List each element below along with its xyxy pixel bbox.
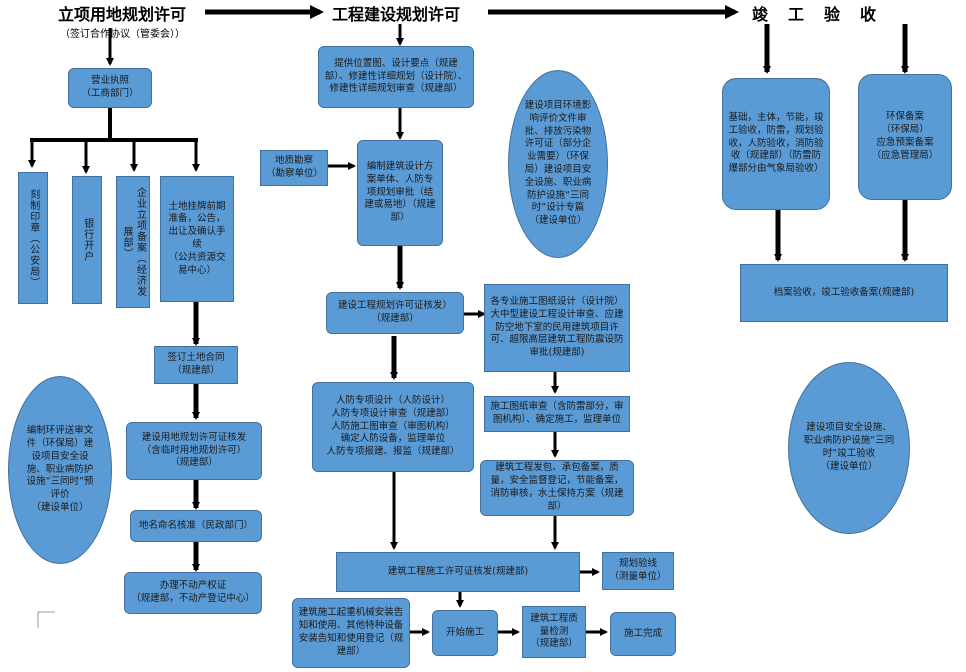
crane-registration-box: 建筑施工起重机械安装告知和使用、其他特种设备安装告知和使用登记（规建部） <box>292 598 410 668</box>
env-filing-box: 环保备案 （环保局） 应急预案备案 （应急管理局） <box>858 74 952 200</box>
site-plan-box: 提供位置图、设计要点（规建部）、修建性详细规划（设计院）、修建性详细规划审查（规… <box>318 46 474 108</box>
construction-permit-box: 建筑工程施工许可证核发(规建部) <box>336 552 580 592</box>
corner-mark <box>37 611 55 628</box>
seal-box: 刻制印章（公安局） <box>18 172 48 304</box>
land-planning-permit-box: 建设用地规划许可证核发 （含临时用地规划许可） （规建部） <box>126 422 262 480</box>
geological-survey-box: 地质勘察 （勘察单位） <box>260 150 328 186</box>
archive-acceptance-box: 档案验收，竣工验收备案(规建部) <box>740 264 948 322</box>
stage-note-agreement: （签订合作协议（管委会）） <box>60 29 185 40</box>
line-verification-box: 规划验线 （测量单位） <box>602 552 674 590</box>
stage-title-acceptance: 竣 工 验 收 <box>752 5 879 24</box>
env-impact-ellipse: 建设项目环境影响评价文件审批、排放污染物许可证（部分企业需要）（环保局）建设项目… <box>508 70 608 258</box>
bank-account-box: 银行开户 <box>72 176 102 304</box>
quality-inspection-box: 建筑工程质量检测 （规建部） <box>522 606 586 658</box>
enterprise-filing-box: 企业立项备案（经济发展部） <box>116 176 150 308</box>
completion-acceptance-box: 基础，主体，节能，竣工验收，防雷，规划验收，人防验收，消防验收（规建部）（防雷防… <box>722 78 830 210</box>
env-pre-assessment-ellipse: 编制环评送审文件（环保局）建设项目安全设施、职业病防护设施“三同时”预评价 （建… <box>8 376 112 564</box>
stage-title-planning: 工程建设规划许可 <box>332 5 461 24</box>
start-construction-box: 开始施工 <box>432 610 498 656</box>
naming-approval-box: 地名命名核准（民政部门） <box>130 510 262 542</box>
property-certificate-box: 办理不动产权证 （规建部，不动产登记中心） <box>124 572 262 614</box>
contracting-box: 建筑工程发包、承包备案，质量，安全监督登记，节能备案，消防审核，水土保持方案（规… <box>480 460 634 516</box>
construction-drawings-box: 各专业施工图纸设计（设计院）大中型建设工程设计审查、应建防空地下室的民用建筑项目… <box>484 284 630 372</box>
construction-complete-box: 施工完成 <box>610 612 676 656</box>
business-license-box: 营业执照 （工商部门） <box>68 68 152 108</box>
civil-defense-box: 人防专项设计（人防设计） 人防专项设计审查（规建部） 人防施工图审查（审图机构）… <box>312 382 474 472</box>
stage-title-approval: 立项用地规划许可 <box>58 5 187 24</box>
safety-completion-ellipse: 建设项目安全设施、职业病防护设施“三同时”竣工验收 （建设单位） <box>788 362 910 534</box>
land-contract-box: 签订土地合同 （规建部） <box>154 346 238 384</box>
drawing-review-box: 施工图纸审查（含防雷部分，审图机构）、确定施工，监理单位 <box>484 396 630 432</box>
land-listing-box: 土地挂牌前期准备，公告，出让及确认手续 （公共资源交易中心） <box>160 176 234 302</box>
design-scheme-box: 编制建筑设计方案单体、人防专项规划审批（结建或易地）（规建部） <box>357 140 443 246</box>
planning-permit-box: 建设工程规划许可证核发） （规建部） <box>326 292 464 334</box>
